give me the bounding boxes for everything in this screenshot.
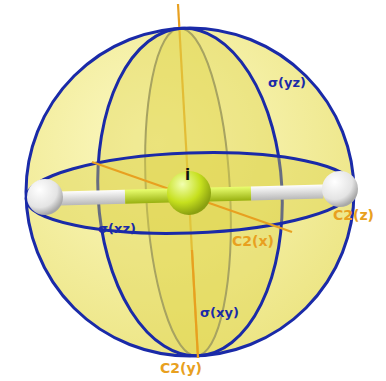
axis-label: C2(x) bbox=[232, 234, 274, 248]
plane-label: σ(yz) bbox=[268, 76, 306, 89]
c2-y-axis-front bbox=[192, 250, 198, 358]
hydrogen-atom bbox=[322, 171, 358, 207]
axis-label: C2(y) bbox=[160, 361, 202, 375]
plane-label: σ(xy) bbox=[200, 306, 239, 319]
plane-label: σ(xz) bbox=[98, 222, 136, 235]
sigma-xz-plane bbox=[25, 147, 356, 238]
bond bbox=[251, 185, 323, 201]
hydrogen-atom bbox=[27, 179, 63, 215]
bond bbox=[60, 190, 125, 206]
inversion-center-label: i bbox=[185, 168, 190, 183]
sphere-outline bbox=[26, 28, 354, 356]
axis-label: C2(z) bbox=[333, 208, 374, 222]
